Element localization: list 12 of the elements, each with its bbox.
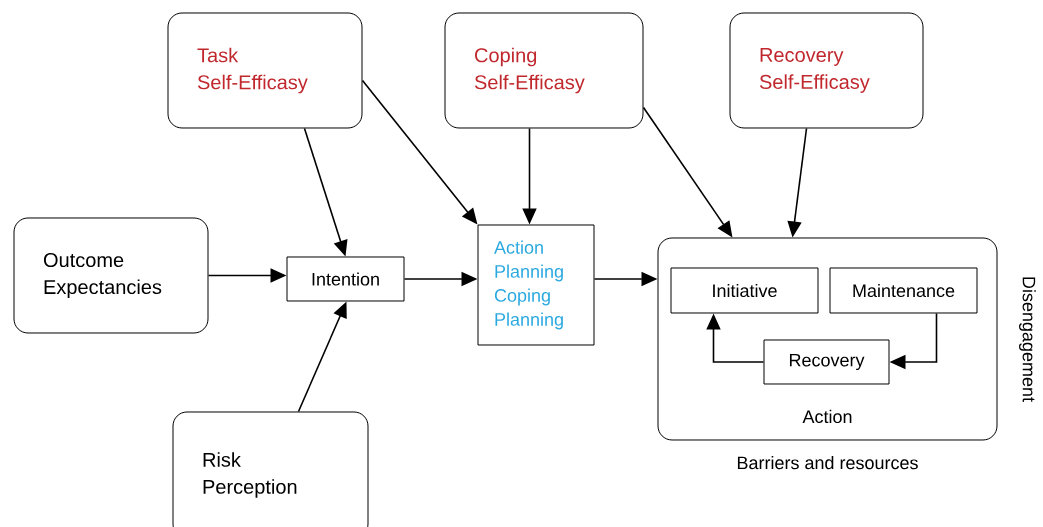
rounded-box: Risk Perception — [172, 411, 369, 527]
rounded-box: Task Self-Efficasy — [167, 12, 363, 129]
process-box: Action Planning Coping Planning — [477, 224, 595, 346]
process-box: Intention — [286, 256, 405, 302]
side-label: Disengagement — [1019, 277, 1036, 402]
node-label: Barriers and resources — [737, 456, 918, 470]
rounded-box: Recovery Self-Efficasy — [729, 12, 924, 129]
rounded-box: Outcome Expectancies — [13, 217, 209, 334]
process-box: Initiative — [670, 267, 819, 314]
process-box: Maintenance — [829, 267, 978, 314]
process-box: Recovery — [763, 339, 890, 385]
rounded-box: Coping Self-Efficasy — [444, 12, 644, 129]
